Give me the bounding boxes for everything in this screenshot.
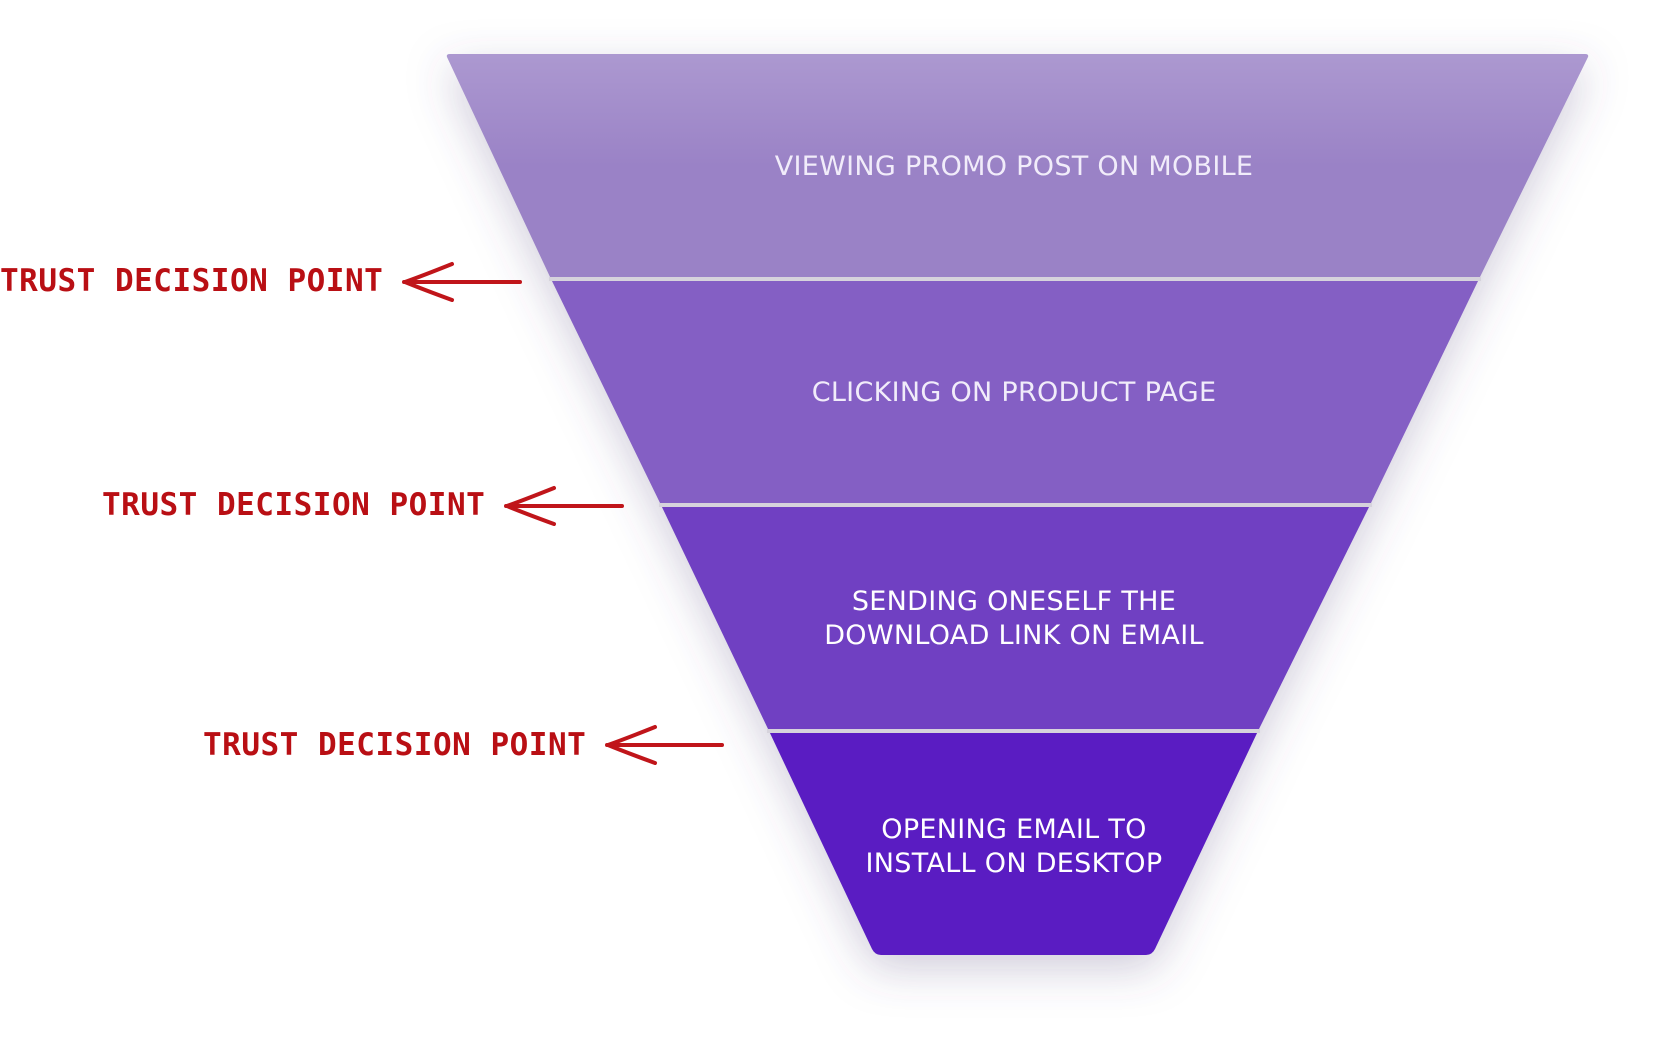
trust-arrow-2	[504, 486, 624, 526]
funnel-top-sheen	[446, 54, 1589, 279]
trust-arrow-1	[402, 262, 522, 302]
funnel-stage-2-shape	[551, 279, 1479, 505]
stage-label-viewing-promo: VIEWING PROMO POST ON MOBILE	[774, 151, 1254, 182]
stage-label-sending-link: SENDING ONESELF THE DOWNLOAD LINK ON EMA…	[824, 586, 1204, 651]
funnel-stage-3-shape	[661, 505, 1370, 731]
stage-label-clicking-product: CLICKING ON PRODUCT PAGE	[811, 377, 1217, 408]
trust-arrow-3	[605, 725, 724, 765]
funnel-stage-4-shape	[769, 731, 1258, 955]
trust-decision-label-3: TRUST DECISION POINT	[203, 727, 587, 763]
stage-label-opening-email: OPENING EMAIL TO INSTALL ON DESKTOP	[865, 814, 1163, 879]
trust-decision-label-2: TRUST DECISION POINT	[102, 487, 486, 523]
trust-decision-label-1: TRUST DECISION POINT	[0, 263, 384, 299]
